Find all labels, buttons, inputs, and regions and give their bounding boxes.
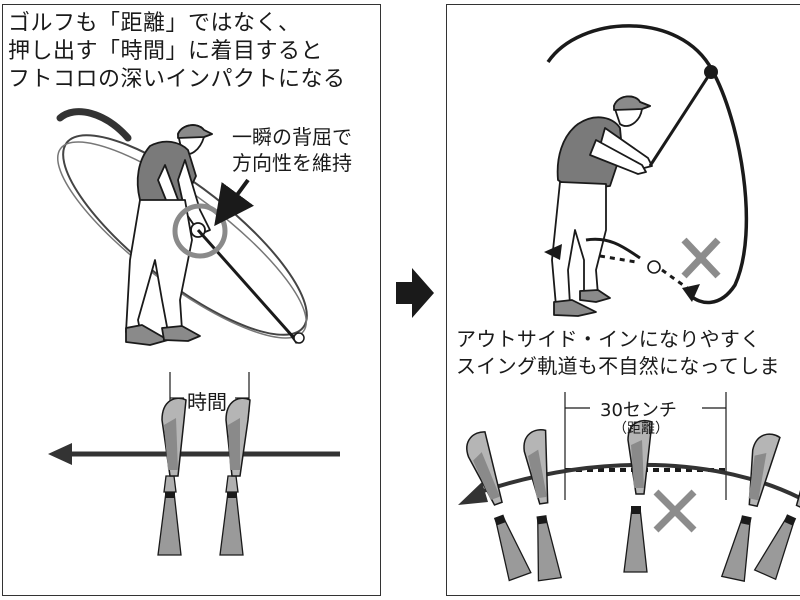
club-right-2 (518, 429, 567, 581)
club-left-1 (158, 398, 186, 555)
right-arrow-icon (396, 268, 434, 318)
callout-arrow (226, 180, 248, 210)
golfer-right (552, 96, 652, 316)
distance-sublabel: （距離） (613, 418, 669, 438)
club-left-2 (220, 398, 250, 555)
club-right-center (624, 421, 652, 572)
path-dashed-right (600, 256, 636, 262)
cross-mark-icon (684, 240, 718, 276)
right-caption: アウトサイド・インになりやすく スイング軌道も不自然になってしま (456, 326, 780, 380)
club-shaft-right (650, 72, 711, 166)
left-caption: ゴルフも「距離」ではなく、 押し出す「時間」に着目すると フトコロの深いインパク… (8, 10, 346, 94)
direction-arrowhead-left (48, 443, 72, 465)
cross-mark-icon-lower (656, 492, 694, 530)
time-label: 時間 (187, 386, 227, 415)
ball-right (648, 261, 660, 273)
callout-text: 一瞬の背屈で 方向性を維持 (232, 124, 352, 176)
ball-left (294, 333, 304, 343)
golfer-left (126, 125, 212, 345)
club-right-1 (458, 431, 535, 581)
club-shaft-left (198, 230, 294, 338)
